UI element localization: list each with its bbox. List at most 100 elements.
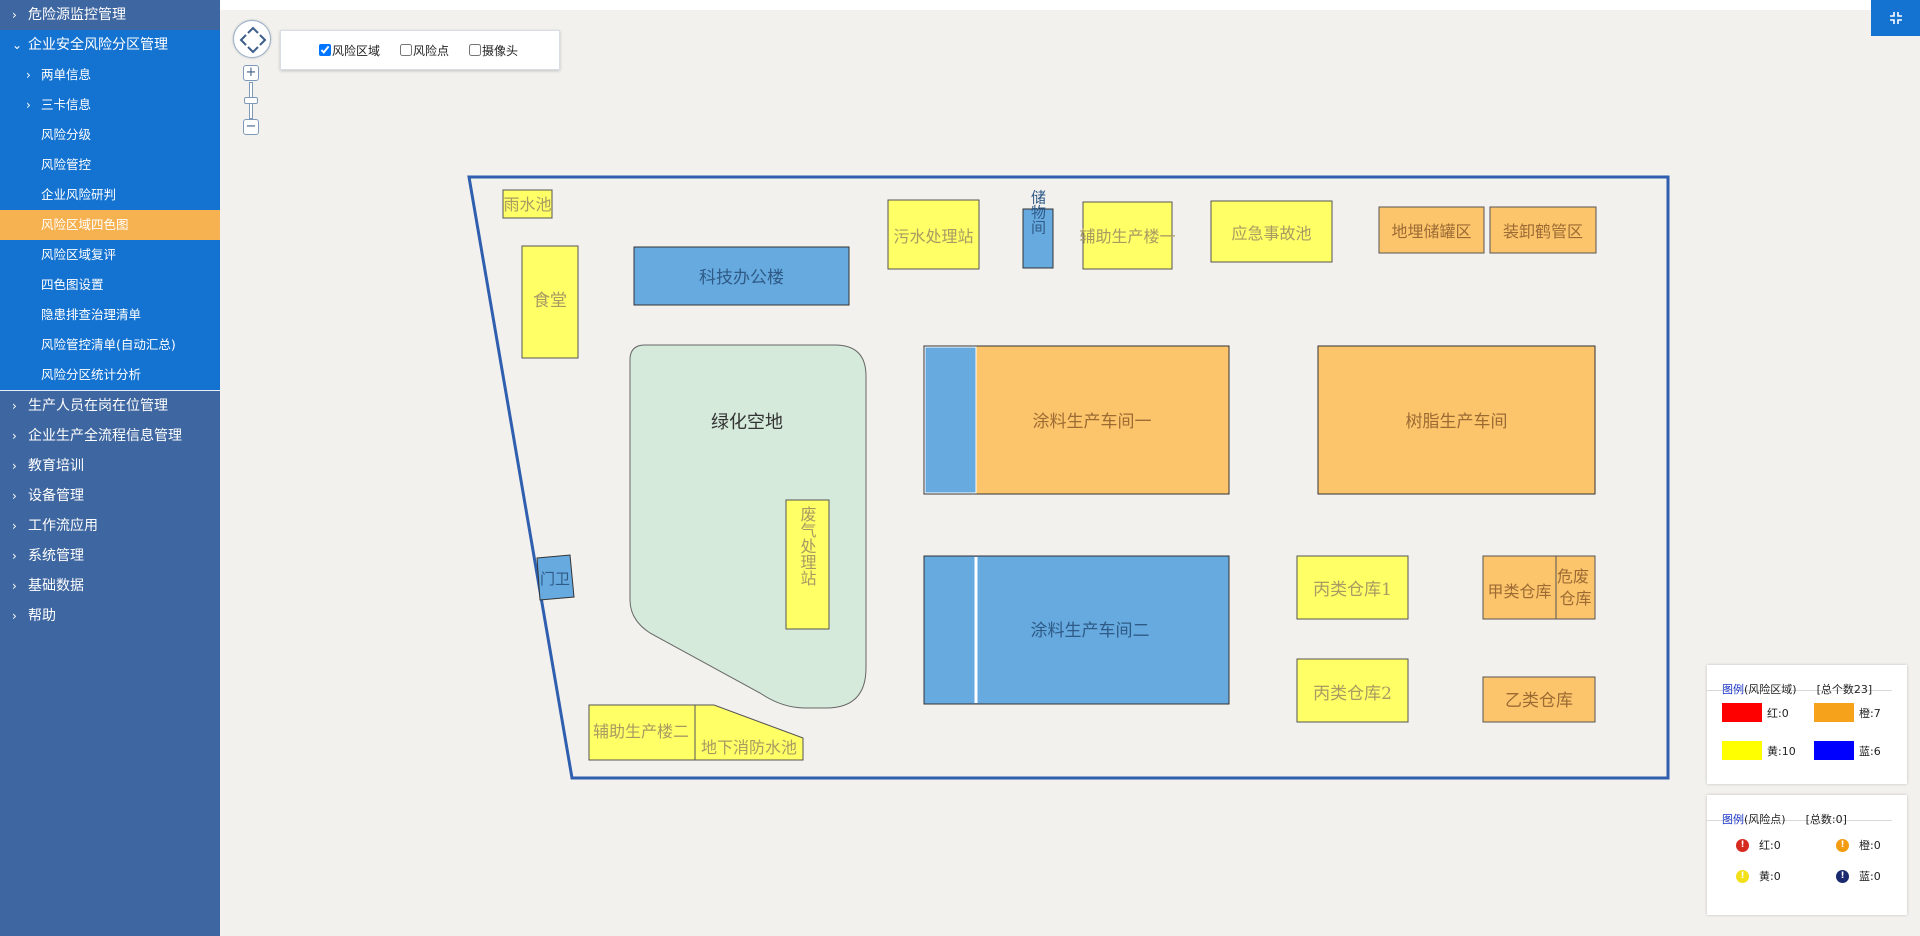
sidebar: ›危险源监控管理 ⌄企业安全风险分区管理 ›两单信息 ›三卡信息 风险分级 风险…	[0, 0, 220, 936]
zoom-out-button[interactable]: −	[243, 119, 259, 135]
submenu-risk-control[interactable]: 风险管控	[41, 157, 92, 172]
legend-count: [总数:0]	[1805, 813, 1847, 826]
legend-risk-point-header: 图例(风险点) [总数:0]	[1707, 795, 1892, 826]
zone-label-sewage: 污水处理站	[893, 227, 973, 246]
submenu-risk-grading[interactable]: 风险分级	[41, 127, 92, 142]
alert-blue-icon: !	[1836, 869, 1849, 883]
zone-coating-workshop-1-blue[interactable]	[924, 346, 977, 494]
menu-divider	[0, 390, 220, 391]
risk-zoning-submenu: ›两单信息 ›三卡信息 风险分级 风险管控 企业风险研判 风险区域四色图 风险区…	[0, 60, 220, 390]
legend-link[interactable]: 图例	[1722, 813, 1744, 826]
pan-control[interactable]	[233, 20, 271, 58]
menu-training[interactable]: ›教育培训	[0, 451, 220, 481]
zoom-in-button[interactable]: +	[243, 65, 259, 81]
menu-base-data[interactable]: ›基础数据	[0, 571, 220, 601]
zone-label-loading-crane: 装卸鹤管区	[1503, 222, 1583, 241]
zone-label-hazwaste-warehouse-line: 危废	[1557, 567, 1589, 586]
zone-hazwaste-warehouse[interactable]	[1555, 555, 1596, 620]
site-map[interactable]: 绿化空地 雨水池 食堂 科技办公楼 污水处理站 储物间 辅助生产楼一 应急事故池…	[220, 0, 1920, 936]
menu-production-process[interactable]: ›企业生产全流程信息管理	[0, 421, 220, 451]
submenu-risk-assessment[interactable]: 企业风险研判	[41, 187, 117, 202]
submenu-control-list[interactable]: 风险管控清单(自动汇总)	[41, 337, 176, 352]
submenu-three-cards[interactable]: ›三卡信息	[0, 90, 220, 120]
legend-risk-area-header: 图例(风险区域) [总个数23]	[1707, 665, 1892, 696]
zone-loading-crane[interactable]	[1489, 206, 1597, 254]
submenu-four-color-map[interactable]: 风险区域四色图	[0, 210, 220, 240]
zone-label-aux-building-2: 辅助生产楼二	[593, 722, 689, 741]
layer-toggle-panel: 风险区域 风险点 摄像头	[280, 30, 560, 70]
zone-resin-workshop[interactable]	[1317, 345, 1596, 495]
zone-label-fire-pool: 地下消防水池	[701, 738, 797, 757]
zone-label-rain-pool: 雨水池	[503, 195, 551, 214]
zone-canteen[interactable]	[521, 245, 579, 359]
menu-hazard-monitoring[interactable]: ›危险源监控管理	[0, 0, 220, 30]
chevron-right-icon: ›	[12, 609, 17, 623]
submenu-zoning-statistics[interactable]: 风险分区统计分析	[41, 367, 142, 382]
chevron-right-icon: ›	[12, 8, 17, 22]
alert-orange-icon: !	[1836, 838, 1849, 852]
zone-class-b-warehouse[interactable]	[1482, 676, 1596, 723]
zone-label-tech-office: 科技办公楼	[699, 268, 784, 288]
submenu-four-color-settings[interactable]: 四色图设置	[41, 277, 104, 292]
legend-risk-point: 图例(风险点) [总数:0] !红:0 !橙:0 !黄:0 !蓝:0	[1707, 795, 1907, 915]
zone-label-green-space: 绿化空地	[711, 412, 783, 433]
chevron-right-icon: ›	[12, 429, 17, 443]
zone-label-class-a-warehouse: 甲类仓库	[1487, 582, 1551, 601]
map-view[interactable]: 绿化空地 雨水池 食堂 科技办公楼 污水处理站 储物间 辅助生产楼一 应急事故池…	[220, 0, 1920, 936]
menu-help[interactable]: ›帮助	[0, 601, 220, 631]
legend-risk-area: 图例(风险区域) [总个数23] 红:0 橙:7 黄:10 蓝:6	[1707, 665, 1907, 784]
zone-gate[interactable]	[536, 554, 575, 601]
zone-label-underground-tank: 地埋储罐区	[1391, 222, 1471, 241]
legend-link[interactable]: 图例	[1722, 683, 1744, 696]
layer-checkbox-camera[interactable]	[469, 44, 482, 56]
submenu-two-lists[interactable]: ›两单信息	[0, 60, 220, 90]
fullscreen-toggle-button[interactable]	[1871, 0, 1920, 36]
zone-label-hazwaste-warehouse-line: 仓库	[1559, 589, 1591, 608]
legend-point-blue: !蓝:0	[1836, 868, 1881, 884]
zone-class-c-warehouse-2[interactable]	[1296, 658, 1409, 723]
zone-waste-gas[interactable]	[785, 499, 830, 630]
menu-workflow[interactable]: ›工作流应用	[0, 511, 220, 541]
layer-checkbox-point[interactable]	[400, 44, 413, 56]
alert-red-icon: !	[1736, 838, 1749, 852]
legend-risk-point-grid: !红:0 !橙:0 !黄:0 !蓝:0	[1707, 821, 1907, 911]
red-swatch	[1722, 703, 1762, 722]
zone-aux-building-1[interactable]	[1082, 201, 1173, 270]
chevron-right-icon: ›	[12, 549, 17, 563]
legend-count: [总个数23]	[1816, 683, 1873, 696]
zone-rain-pool[interactable]	[502, 189, 553, 219]
menu-staff-on-duty[interactable]: ›生产人员在岗在位管理	[0, 391, 220, 421]
submenu-hazard-checklist[interactable]: 隐患排查治理清单	[41, 307, 142, 322]
zone-fire-pool[interactable]	[694, 704, 804, 761]
zone-sewage[interactable]	[887, 199, 980, 270]
zone-tech-office[interactable]	[633, 246, 850, 306]
layer-option-area[interactable]: 风险区域	[319, 42, 380, 59]
layer-checkbox-area[interactable]	[319, 44, 331, 56]
menu-system[interactable]: ›系统管理	[0, 541, 220, 571]
zone-label-aux-building-1: 辅助生产楼一	[1079, 227, 1175, 246]
zone-storage-room[interactable]	[1022, 208, 1054, 269]
menu-equipment[interactable]: ›设备管理	[0, 481, 220, 511]
layer-option-point[interactable]: 风险点	[400, 42, 449, 59]
chevron-right-icon: ›	[12, 579, 17, 593]
zone-class-c-warehouse-1[interactable]	[1296, 555, 1409, 620]
legend-risk-area-grid: 红:0 橙:7 黄:10 蓝:6	[1707, 691, 1907, 781]
layer-option-camera[interactable]: 摄像头	[469, 42, 518, 59]
fullscreen-exit-icon	[1889, 12, 1902, 24]
zone-aux-building-2[interactable]	[588, 704, 696, 761]
chevron-right-icon: ›	[12, 459, 17, 473]
yellow-swatch	[1722, 741, 1762, 760]
zone-label-class-c-warehouse-2: 丙类仓库2	[1313, 684, 1392, 704]
chevron-down-icon: ⌄	[12, 38, 23, 52]
zone-label-coating-workshop-2: 涂料生产车间二	[1031, 621, 1150, 641]
zone-underground-tank[interactable]	[1378, 206, 1485, 254]
zoom-slider-handle[interactable]	[244, 97, 258, 104]
zone-label-waste-gas: 废气处理站	[798, 506, 817, 586]
zone-label-class-c-warehouse-1: 丙类仓库1	[1313, 580, 1392, 600]
zone-label-class-b-warehouse: 乙类仓库	[1505, 691, 1573, 711]
submenu-area-reevaluation[interactable]: 风险区域复评	[41, 247, 117, 262]
zone-emergency-pool[interactable]	[1210, 200, 1333, 263]
zone-class-a-warehouse[interactable]	[1482, 555, 1557, 620]
legend-point-red: !红:0	[1736, 837, 1781, 853]
menu-risk-zoning[interactable]: ⌄企业安全风险分区管理	[0, 30, 220, 60]
